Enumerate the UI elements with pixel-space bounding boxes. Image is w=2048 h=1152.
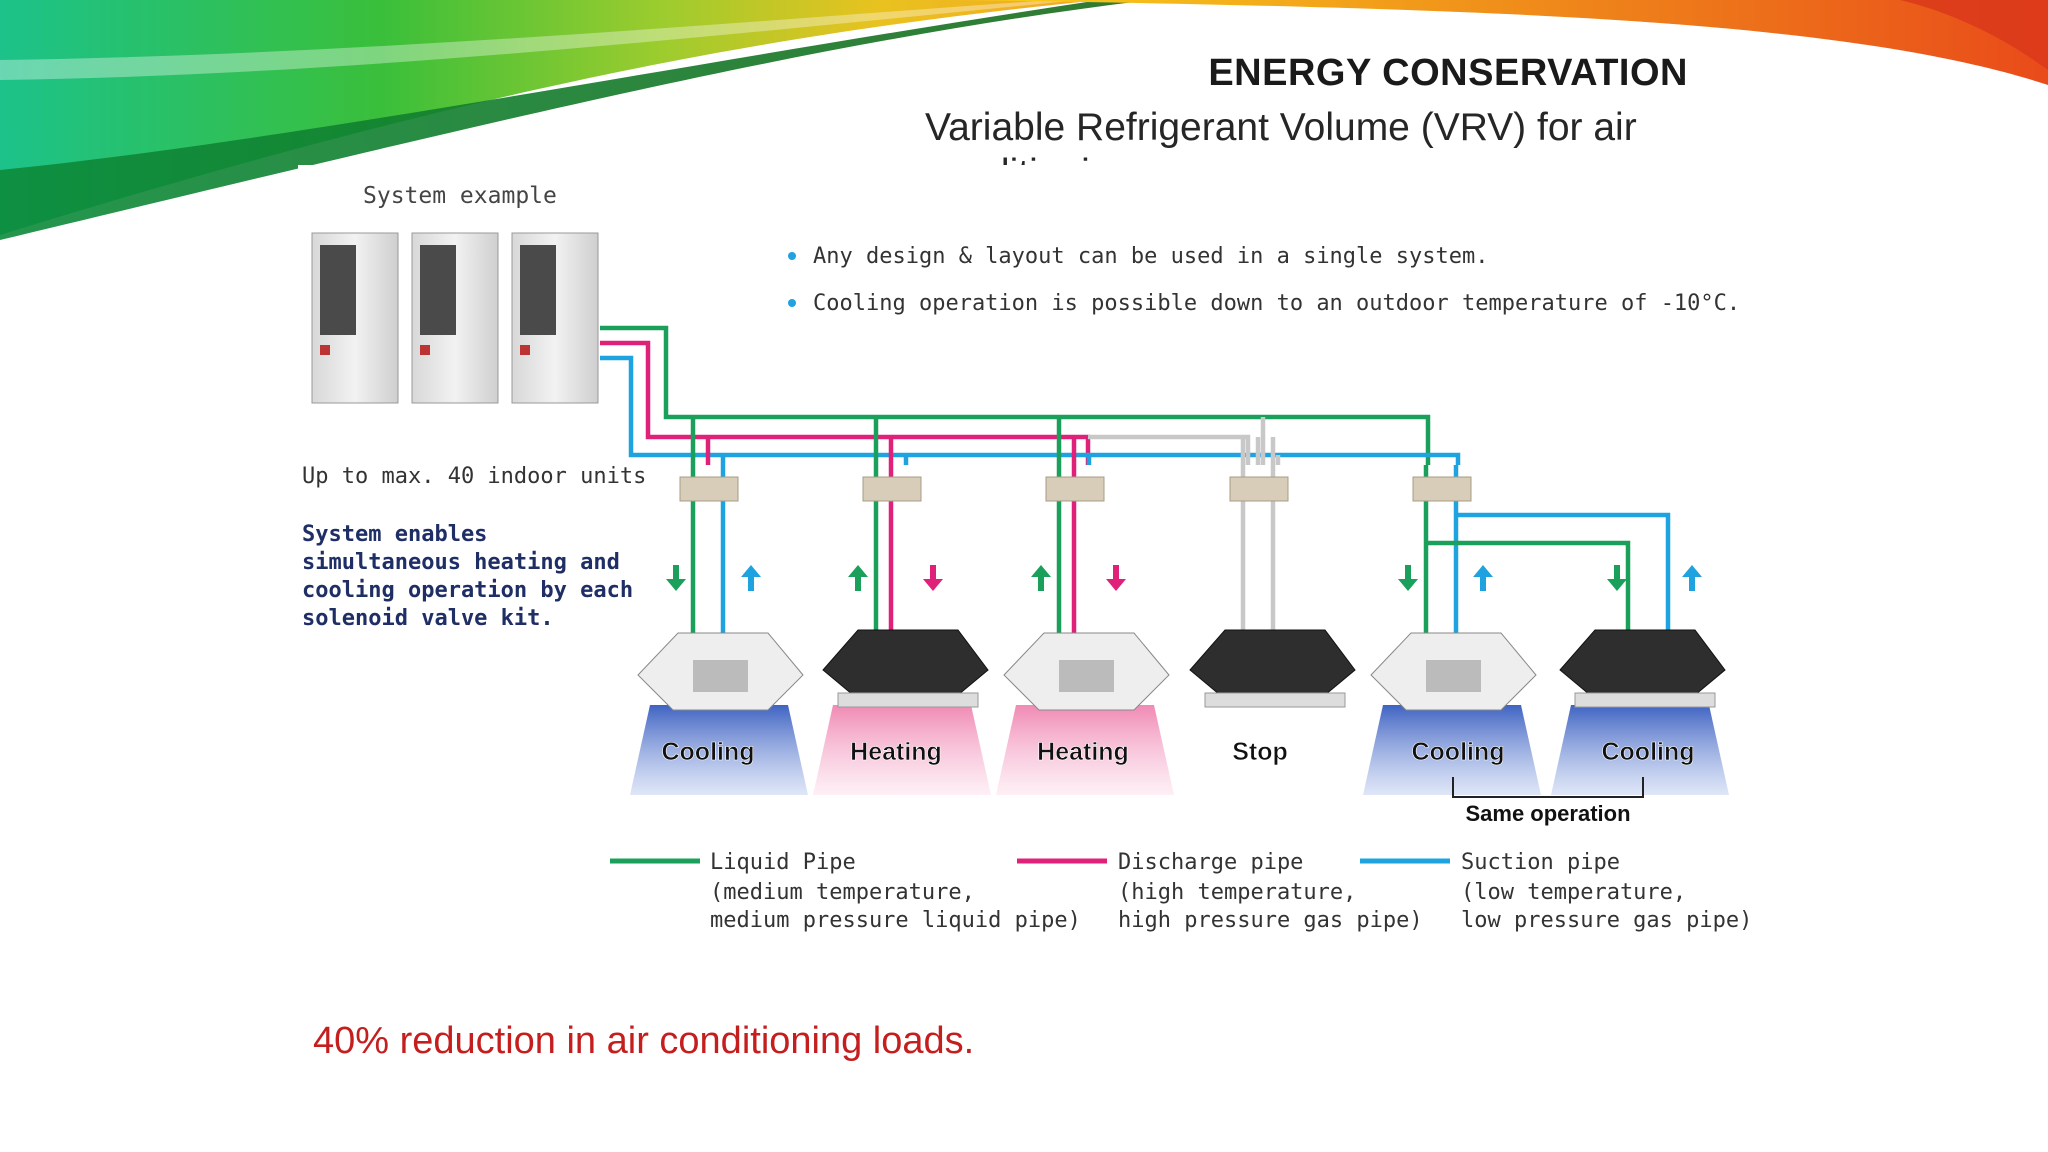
arrow-down-icon — [1106, 565, 1126, 591]
slide-title: ENERGY CONSERVATION — [1208, 52, 1688, 94]
legend-name: Discharge pipe — [1118, 850, 1303, 875]
legend-name: Liquid Pipe — [710, 850, 856, 875]
system-example-label: System example — [363, 183, 557, 209]
solenoid-note-line: System enables — [302, 522, 487, 547]
pipe-legend: Liquid Pipe (medium temperature, medium … — [610, 850, 1748, 933]
arrow-down-icon — [1398, 565, 1418, 591]
footnote: 40% reduction in air conditioning loads. — [313, 1020, 975, 1062]
valve-kits — [679, 476, 1472, 502]
mode-labels: Cooling Heating Heating Stop Cooling Coo… — [661, 738, 1695, 767]
indoor-unit-cassette — [637, 632, 804, 711]
solenoid-note-line: cooling operation by each — [302, 578, 633, 603]
cooling-airflow — [1363, 705, 1541, 795]
mode-label: Heating — [850, 738, 942, 766]
liquid-pipe — [600, 325, 1431, 465]
valve-kit-box — [862, 476, 922, 502]
solenoid-note-line: solenoid valve kit. — [302, 606, 554, 631]
legend-detail: (medium temperature, — [710, 880, 975, 905]
valve-kit-box — [1045, 476, 1105, 502]
vrv-system-diagram: System example Any design & layout can b… — [302, 183, 1748, 933]
outdoor-units — [311, 232, 599, 404]
legend-detail: low pressure gas pipe) — [1461, 908, 1748, 933]
bullet-text: Any design & layout can be used in a sin… — [813, 244, 1489, 269]
valve-kit-box — [1229, 476, 1289, 502]
air-flows — [630, 705, 1729, 795]
bullet-text: Cooling operation is possible down to an… — [813, 291, 1740, 316]
cooling-airflow — [630, 705, 808, 795]
suction-pipe — [600, 355, 1461, 465]
flow-arrows — [666, 565, 1702, 591]
arrow-up-icon — [741, 565, 761, 591]
mode-label: Cooling — [1411, 738, 1504, 766]
mode-label: Cooling — [1601, 738, 1694, 766]
arrow-down-icon — [923, 565, 943, 591]
indoor-unit-cassette — [1370, 632, 1537, 711]
cooling-airflow — [1551, 705, 1729, 795]
legend-detail: (low temperature, — [1461, 880, 1686, 905]
discharge-pipe — [600, 340, 1091, 465]
outdoor-unit — [311, 232, 399, 404]
legend-detail: medium pressure liquid pipe) — [710, 908, 1081, 933]
heating-airflow — [813, 705, 991, 795]
piping — [600, 325, 1671, 635]
same-operation-label: Same operation — [1465, 801, 1630, 826]
indoor-unit-cassette — [1189, 629, 1356, 708]
bullet-dot — [788, 299, 796, 307]
max-units-label: Up to max. 40 indoor units — [302, 464, 646, 489]
solenoid-note: System enables simultaneous heating and … — [302, 522, 633, 631]
arrow-up-icon — [1682, 565, 1702, 591]
same-operation-bracket — [1452, 777, 1644, 798]
solenoid-note-line: simultaneous heating and — [302, 550, 620, 575]
indoor-unit-cassette — [822, 629, 989, 708]
arrow-up-icon — [848, 565, 868, 591]
legend-detail: (high temperature, — [1118, 880, 1356, 905]
arrow-up-icon — [1473, 565, 1493, 591]
arrow-down-icon — [1607, 565, 1627, 591]
mode-label: Cooling — [661, 738, 754, 766]
indoor-units — [637, 629, 1726, 711]
decorative-swoosh — [0, 0, 2048, 240]
valve-kit-box — [679, 476, 739, 502]
valve-kit-box — [1412, 476, 1472, 502]
arrow-down-icon — [666, 565, 686, 591]
legend-detail: high pressure gas pipe) — [1118, 908, 1423, 933]
outdoor-unit — [411, 232, 499, 404]
heating-airflow — [996, 705, 1174, 795]
outdoor-unit — [511, 232, 599, 404]
arrow-up-icon — [1031, 565, 1051, 591]
bullet-dot — [788, 252, 796, 260]
indoor-unit-cassette — [1559, 629, 1726, 708]
idle-pipe — [1088, 434, 1251, 465]
legend-name: Suction pipe — [1461, 850, 1620, 875]
mode-label: Stop — [1232, 738, 1288, 766]
indoor-unit-cassette — [1003, 632, 1170, 711]
mode-label: Heating — [1037, 738, 1129, 766]
